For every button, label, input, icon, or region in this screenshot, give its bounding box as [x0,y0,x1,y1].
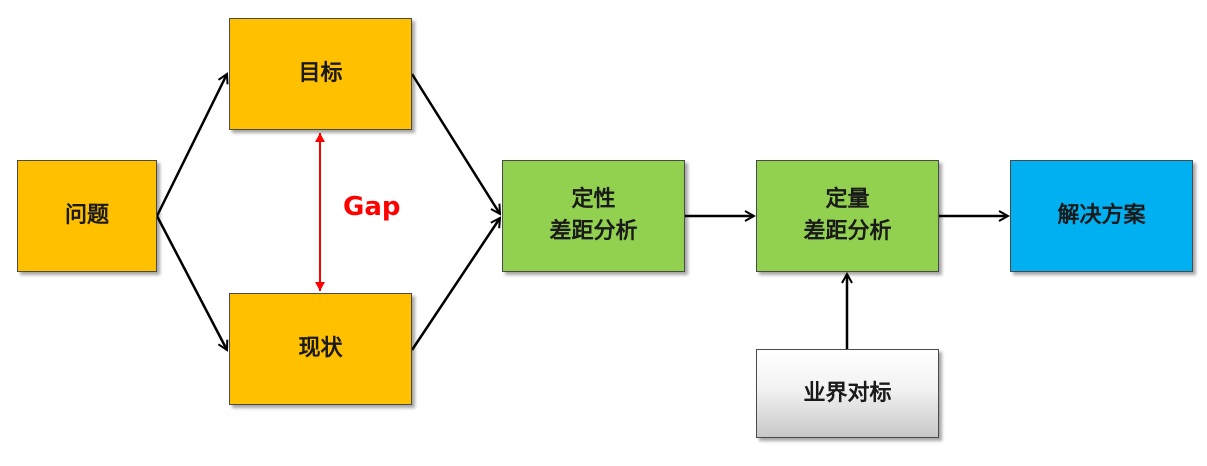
qualitative-label-line-2: 差距分析 [549,219,638,244]
qualitative-gap-analysis-node: 定性 差距分析 [502,160,685,272]
edge-target-to-qualitative [410,73,500,214]
benchmark-label: 业界对标 [803,380,892,406]
problem-label: 问题 [64,203,109,228]
gap-label: Gap [343,192,401,222]
target-label: 目标 [298,61,343,86]
problem-node: 问题 [17,160,157,272]
solution-label: 解决方案 [1057,203,1146,228]
current-state-label: 现状 [298,336,343,361]
edge-problem-to-current [155,215,227,350]
quantitative-label-line-2: 差距分析 [803,219,892,244]
quantitative-gap-analysis-node: 定量 差距分析 [756,160,939,272]
edge-problem-to-target [155,74,227,217]
target-node: 目标 [229,18,412,130]
industry-benchmark-node: 业界对标 [756,349,939,438]
qualitative-label-line-1: 定性 [571,187,616,212]
quantitative-label-line-1: 定量 [825,187,870,212]
current-state-node: 现状 [229,293,412,405]
edge-current-to-qualitative [410,218,500,351]
solution-node: 解决方案 [1010,160,1193,272]
